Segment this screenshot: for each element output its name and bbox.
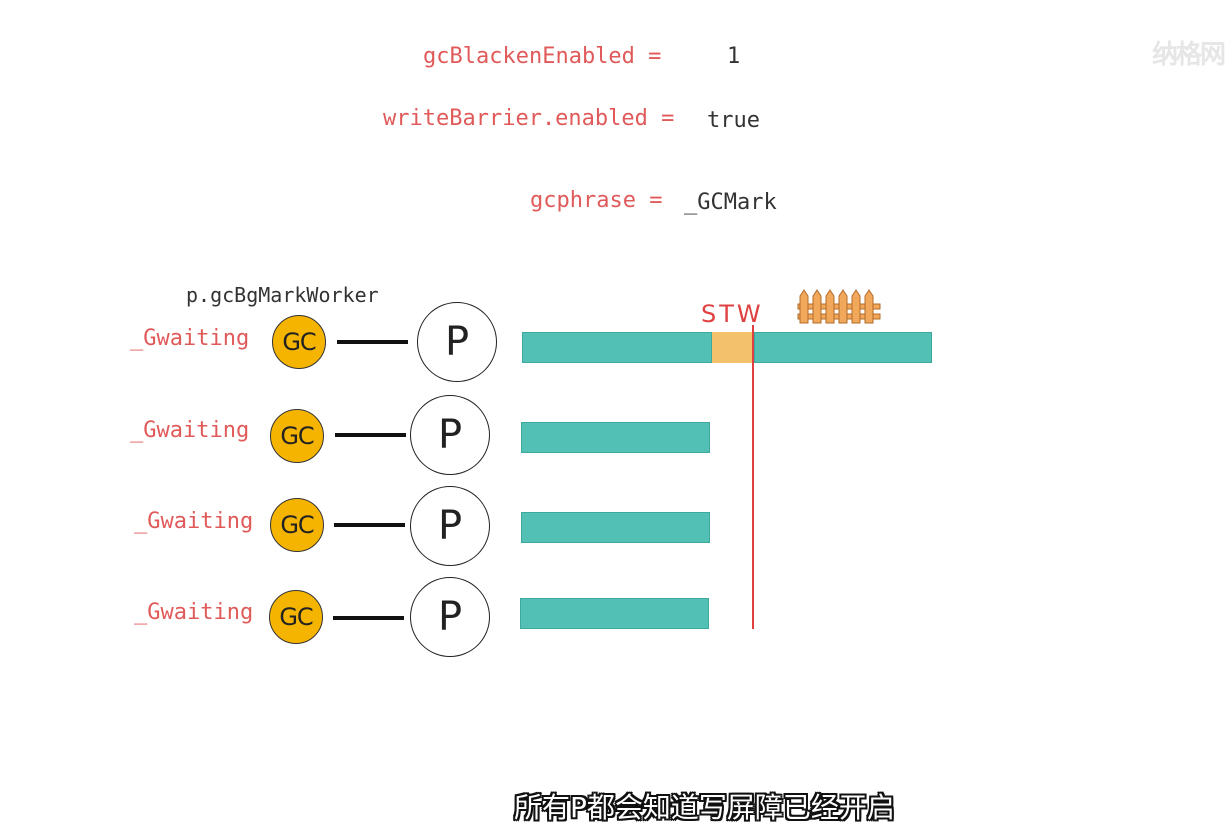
worker-label: p.gcBgMarkWorker [186, 283, 379, 307]
link-line [334, 523, 405, 527]
gc-goroutine-circle: GC [269, 590, 323, 644]
link-line [337, 340, 408, 344]
gcphase-value: _GCMark [684, 190, 777, 215]
gc-blacken-label: gcBlackenEnabled = [423, 44, 662, 69]
gc-blacken-value: 1 [727, 44, 741, 69]
stw-label: STW [701, 300, 764, 328]
watermark: 纳格网 [1152, 40, 1226, 70]
timeline-bar [754, 332, 932, 363]
row-state-label: _Gwaiting [134, 600, 254, 625]
timeline-bar [522, 332, 712, 363]
row-state-label: _Gwaiting [130, 326, 250, 351]
gcphase-label: gcphrase = [530, 188, 663, 213]
row-state-label: _Gwaiting [130, 418, 250, 443]
row-state-label: _Gwaiting [134, 509, 254, 534]
stw-segment [712, 332, 754, 363]
p-circle: P [417, 302, 497, 382]
gc-goroutine-circle: GC [272, 315, 326, 369]
link-line [333, 616, 404, 620]
p-circle: P [410, 395, 490, 475]
gc-goroutine-circle: GC [270, 498, 324, 552]
subtitle-caption: 所有P都会知道写屏障已经开启 [514, 791, 895, 824]
stw-line [752, 325, 754, 629]
p-circle: P [410, 577, 490, 657]
gc-goroutine-circle: GC [270, 409, 324, 463]
link-line [335, 433, 406, 437]
timeline-bar [520, 598, 709, 629]
fence-icon [797, 289, 881, 324]
write-barrier-label: writeBarrier.enabled = [383, 106, 675, 131]
timeline-bar [521, 422, 710, 453]
timeline-bar [521, 512, 710, 543]
p-circle: P [410, 486, 490, 566]
write-barrier-value: true [707, 108, 760, 133]
